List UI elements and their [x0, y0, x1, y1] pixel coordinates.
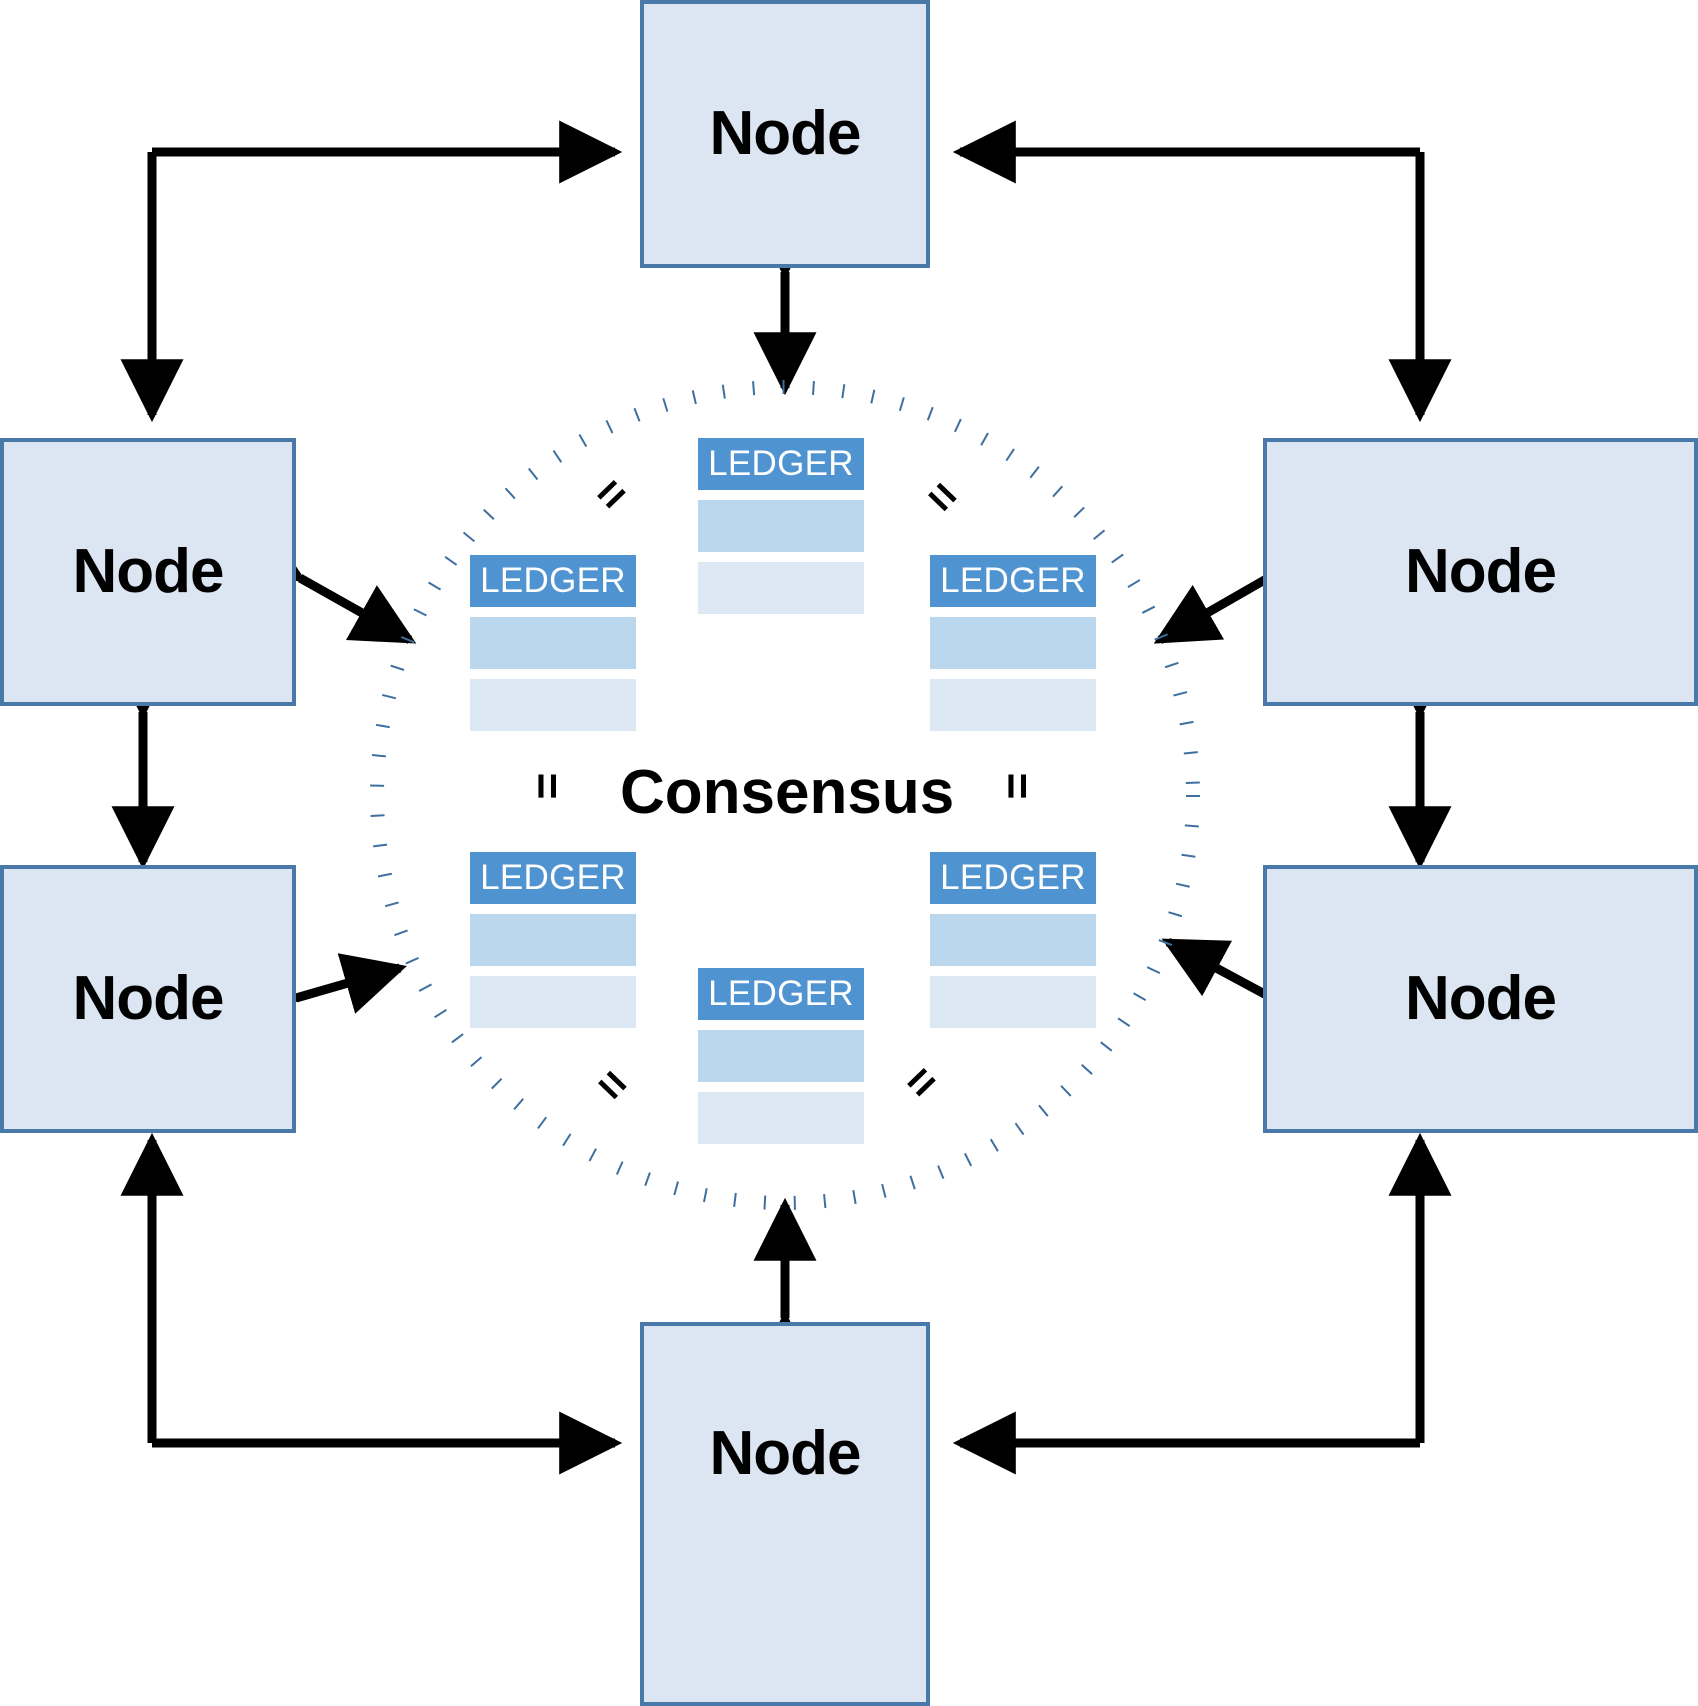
- ledger-row-2: [930, 679, 1096, 731]
- ledger-row-1: [698, 500, 864, 552]
- node-box-bottom[interactable]: Node: [640, 1322, 930, 1706]
- ledger-header: LEDGER: [470, 852, 636, 904]
- ledger-row-2: [470, 976, 636, 1028]
- connector-leftlower-to-circle: [233, 953, 407, 1044]
- consensus-label: Consensus: [620, 758, 955, 827]
- ledger-header: LEDGER: [698, 438, 864, 490]
- ledger-header: LEDGER: [930, 852, 1096, 904]
- consensus-boundary-circle: [370, 380, 1200, 1210]
- connector-rightlower-to-circle: [1161, 938, 1337, 1053]
- node-box-top[interactable]: Node: [640, 0, 930, 268]
- ledger-bottom[interactable]: LEDGER: [698, 968, 864, 1144]
- ledger-lower-right[interactable]: LEDGER: [930, 852, 1096, 1028]
- ledger-upper-left[interactable]: LEDGER: [470, 555, 636, 731]
- ledger-row-2: [470, 679, 636, 731]
- node-box-right-upper[interactable]: Node: [1263, 438, 1698, 706]
- node-box-left-upper[interactable]: Node: [0, 438, 296, 706]
- ledger-row-1: [930, 617, 1096, 669]
- ledger-top[interactable]: LEDGER: [698, 438, 864, 614]
- ledger-header: LEDGER: [930, 555, 1096, 607]
- ledger-upper-right[interactable]: LEDGER: [930, 555, 1096, 731]
- ledger-row-1: [470, 617, 636, 669]
- ledger-row-2: [698, 1092, 864, 1144]
- ledger-row-2: [698, 562, 864, 614]
- node-label: Node: [1405, 964, 1557, 1033]
- node-box-left-lower[interactable]: Node: [0, 865, 296, 1133]
- node-label: Node: [709, 99, 862, 168]
- node-label: Node: [1405, 537, 1557, 606]
- node-box-right-lower[interactable]: Node: [1263, 865, 1698, 1133]
- ledger-lower-left[interactable]: LEDGER: [470, 852, 636, 1028]
- ledger-row-1: [470, 914, 636, 966]
- node-label: Node: [709, 1419, 862, 1488]
- ledger-row-1: [698, 1030, 864, 1082]
- ledger-header: LEDGER: [470, 555, 636, 607]
- connector-rightupper-to-circle: [1153, 522, 1333, 644]
- node-label: Node: [72, 964, 225, 1033]
- equals-mark-mid-right: =: [990, 776, 1043, 800]
- equals-mark-mid-left: =: [520, 776, 573, 800]
- ledger-row-2: [930, 976, 1096, 1028]
- ledger-row-1: [930, 914, 1096, 966]
- ledger-header: LEDGER: [698, 968, 864, 1020]
- node-label: Node: [72, 537, 225, 606]
- connector-leftupper-to-circle: [235, 523, 417, 644]
